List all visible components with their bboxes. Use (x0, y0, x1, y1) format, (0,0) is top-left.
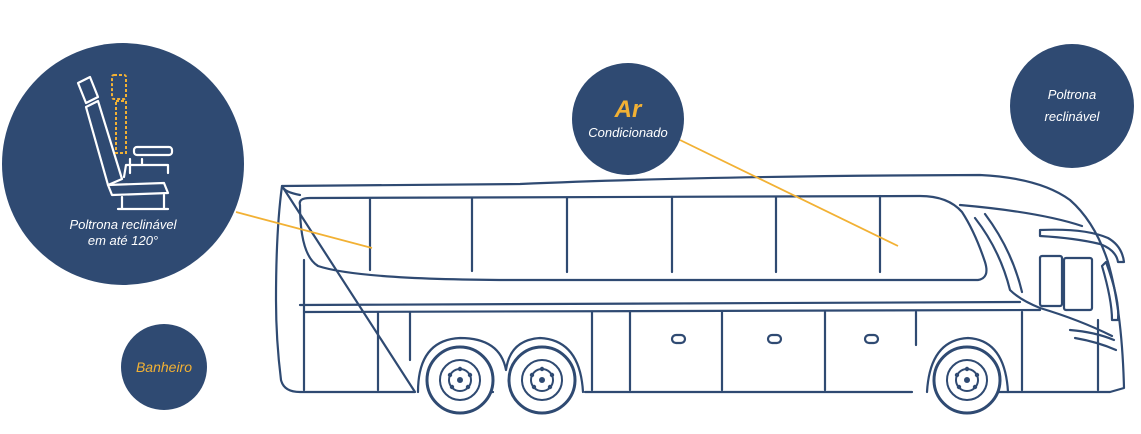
seat-callout-line (235, 211, 373, 249)
wheel-1 (425, 345, 495, 415)
seat-feature-badge: Poltrona reclinável em até 120° (2, 43, 244, 285)
ac-feature-badge: Ar Condicionado (572, 63, 684, 175)
recline-label-line-1: Poltrona (1047, 87, 1097, 102)
wheel-2 (507, 345, 577, 415)
seat-feature-label: Poltrona reclinável em até 120° (2, 217, 244, 249)
recline-label-line-2: reclinável (1044, 109, 1100, 124)
ac-callout-line (679, 139, 899, 247)
wc-feature-badge: Banheiro (121, 324, 207, 410)
ac-subtitle: Condicionado (588, 125, 668, 140)
seat-label-line-1: Poltrona reclinável (69, 217, 177, 232)
wc-label: Banheiro (135, 359, 193, 375)
wheel-3 (932, 345, 1002, 415)
seat-label-line-2: em até 120° (87, 233, 159, 248)
reclining-seat-icon (76, 74, 174, 211)
ac-title: Ar (614, 96, 642, 123)
recline-feature-badge: Poltrona reclinável (1010, 44, 1134, 168)
